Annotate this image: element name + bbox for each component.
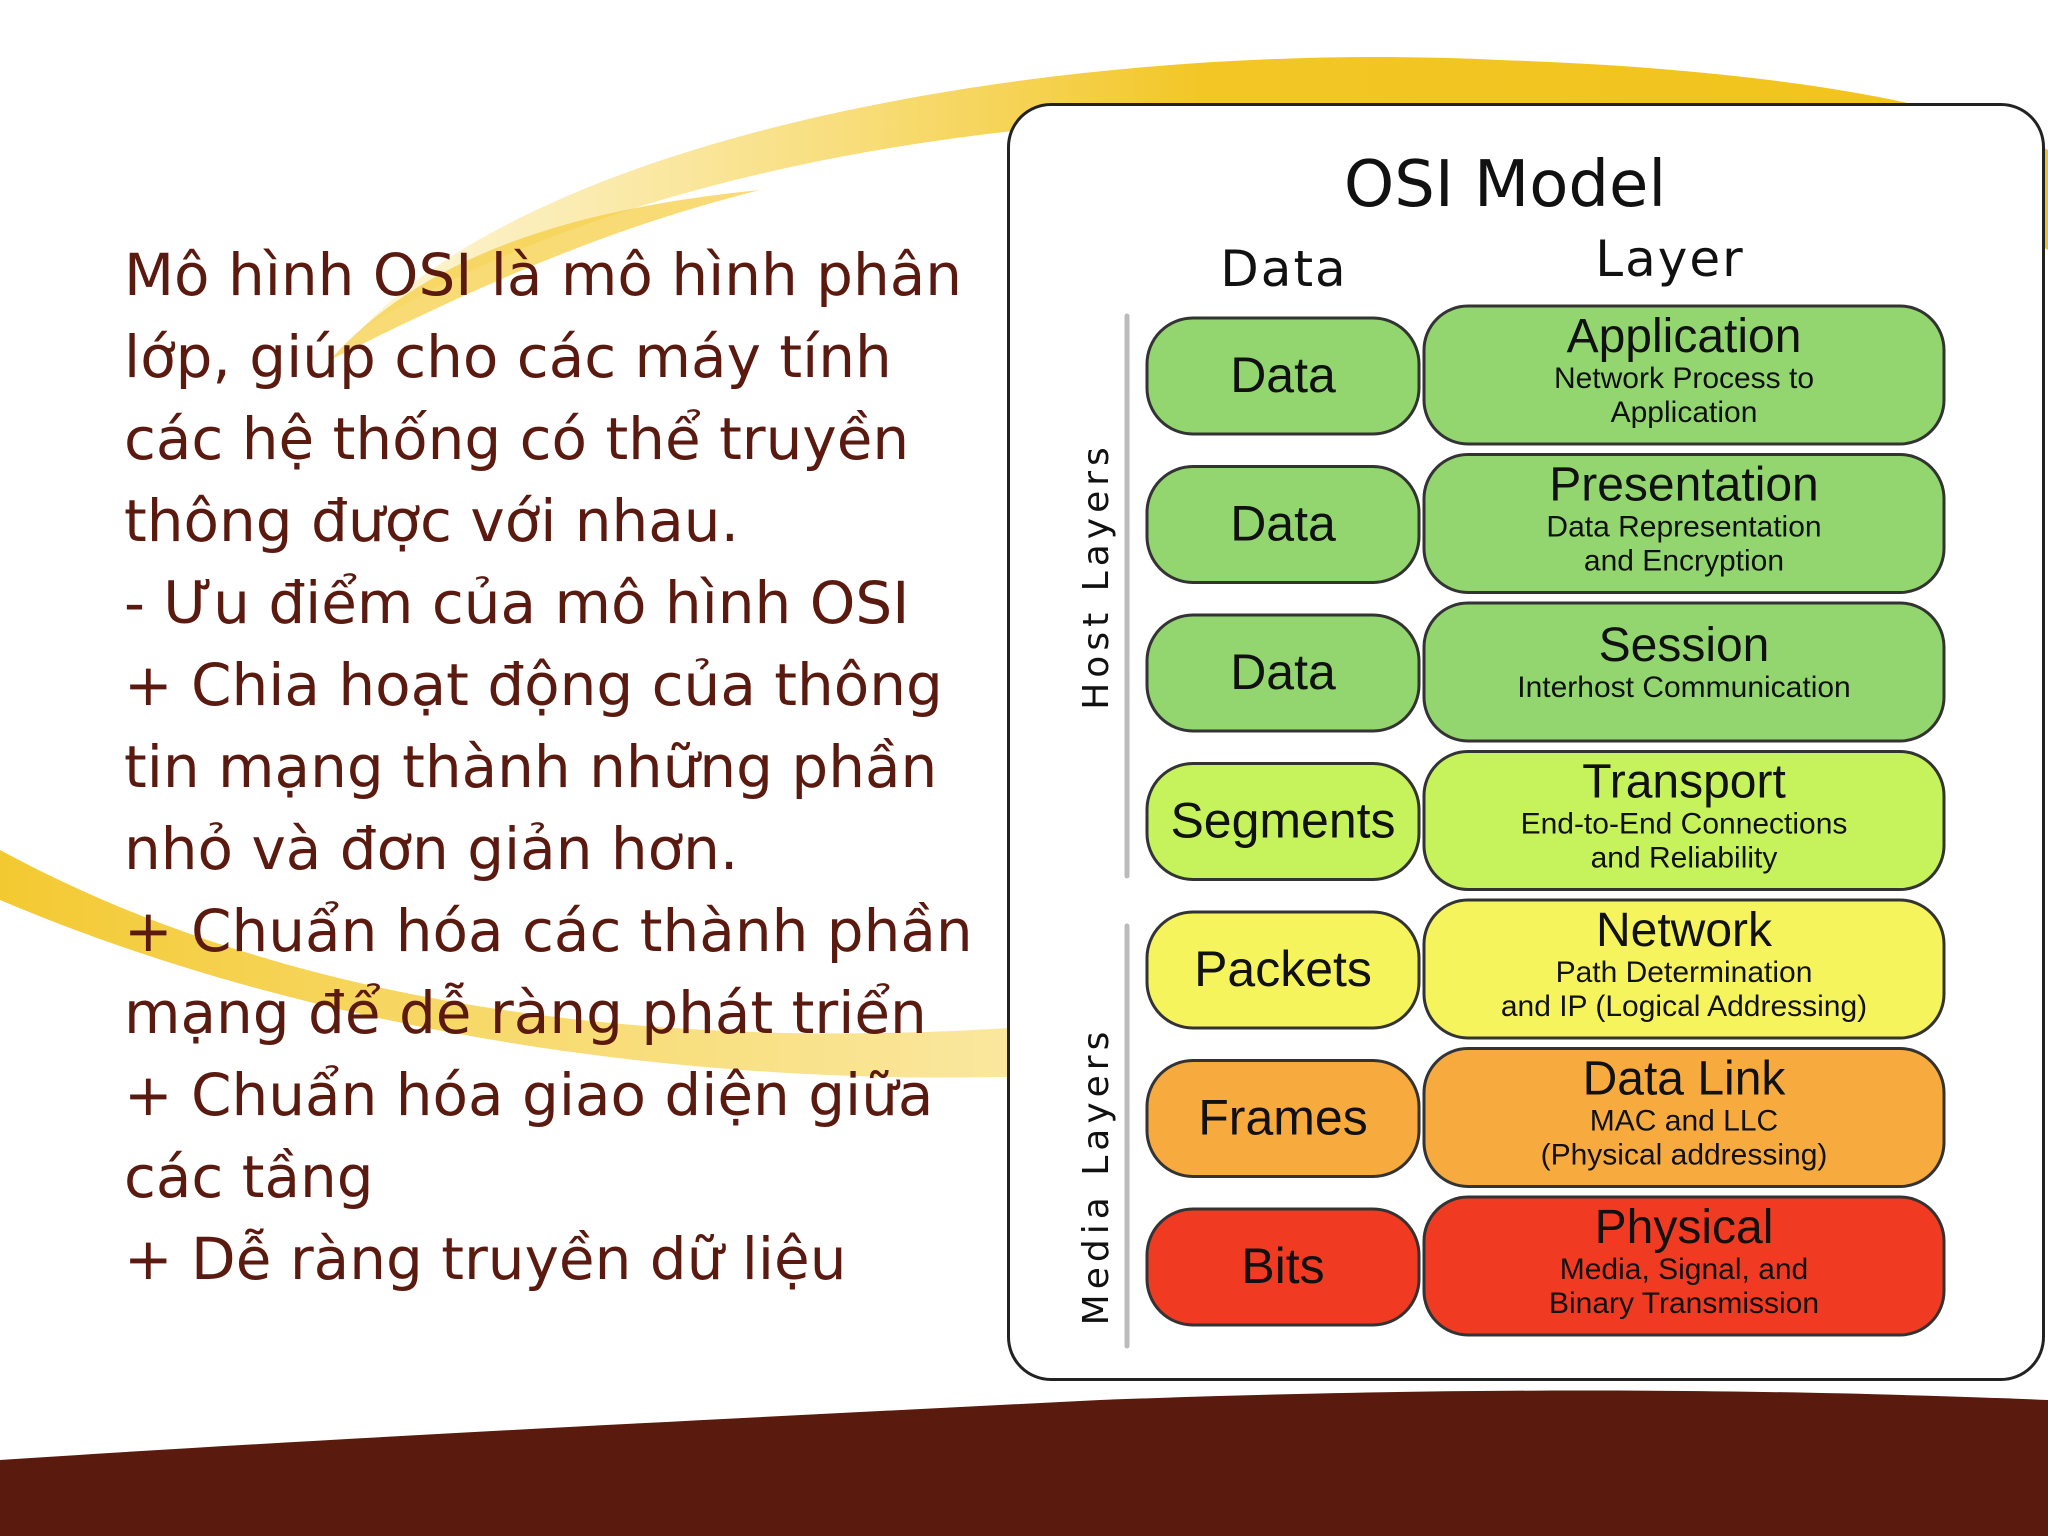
- data-unit-label: Data: [1230, 347, 1336, 403]
- layer-description: and Encryption: [1584, 545, 1784, 578]
- data-unit-pill: [1145, 316, 1421, 436]
- layer-description: Network Process to: [1554, 362, 1814, 395]
- data-unit-label: Segments: [1170, 793, 1395, 849]
- text-line: - Ưu điểm của mô hình OSI: [124, 569, 910, 637]
- host-layers-label: Host Layers: [1076, 442, 1117, 710]
- column-header-layer: Layer: [1595, 230, 1744, 288]
- layer-description: and Reliability: [1591, 842, 1778, 875]
- layer-box: [1422, 1047, 1946, 1188]
- layer-description: Data Representation: [1546, 511, 1821, 544]
- text-line: lớp, giúp cho các máy tính: [124, 323, 892, 391]
- layer-description: Interhost Communication: [1517, 671, 1851, 704]
- footer-band: [0, 1390, 2048, 1536]
- layer-name: Application: [1567, 310, 1802, 363]
- layer-box: [1422, 601, 1946, 743]
- layer-name: Presentation: [1549, 459, 1819, 512]
- data-unit-pill: [1145, 465, 1421, 584]
- layer-description: and IP (Logical Addressing): [1501, 990, 1867, 1023]
- data-unit-pill: [1145, 1059, 1421, 1178]
- text-line: + Chuẩn hóa giao diện giữa: [124, 1061, 934, 1129]
- layer-description: Application: [1611, 396, 1758, 429]
- layer-description: (Physical addressing): [1541, 1139, 1828, 1172]
- text-line: Mô hình OSI là mô hình phân: [124, 241, 963, 309]
- text-line: nhỏ và đơn giản hơn.: [124, 815, 739, 883]
- layer-description: Binary Transmission: [1549, 1287, 1819, 1320]
- text-line: + Dễ ràng truyền dữ liệu: [124, 1225, 847, 1293]
- layer-description: Media, Signal, and: [1560, 1253, 1809, 1286]
- column-header-data: Data: [1220, 240, 1347, 298]
- media-layers-label: Media Layers: [1076, 1027, 1117, 1326]
- text-line: + Chuẩn hóa các thành phần: [124, 897, 973, 965]
- layer-box: [1422, 453, 1946, 594]
- diagram-title: OSI Model: [1344, 148, 1666, 222]
- layer-name: Physical: [1595, 1201, 1774, 1254]
- layer-description: MAC and LLC: [1590, 1105, 1778, 1138]
- layer-box: [1422, 750, 1946, 891]
- data-unit-pill: [1145, 762, 1421, 881]
- layer-name: Data Link: [1583, 1053, 1787, 1106]
- layer-name: Transport: [1582, 756, 1786, 809]
- text-line: tin mạng thành những phần: [124, 733, 938, 801]
- data-unit-label: Bits: [1241, 1238, 1324, 1294]
- text-line: + Chia hoạt động của thông: [124, 651, 943, 719]
- data-unit-label: Data: [1230, 644, 1336, 700]
- data-unit-label: Data: [1230, 496, 1336, 552]
- layer-name: Network: [1596, 904, 1773, 957]
- text-line: thông được với nhau.: [124, 487, 740, 555]
- text-line: các tầng: [124, 1143, 374, 1211]
- data-unit-pill: [1145, 1207, 1421, 1327]
- layer-name: Session: [1599, 619, 1770, 672]
- slide-text-block: Mô hình OSI là mô hình phân lớp, giúp cho…: [124, 234, 984, 1300]
- data-unit-pill: [1145, 910, 1421, 1030]
- layer-box: [1422, 1195, 1946, 1337]
- data-unit-pill: [1145, 613, 1421, 733]
- data-unit-label: Packets: [1194, 941, 1372, 997]
- layer-description: Path Determination: [1556, 956, 1813, 989]
- text-line: mạng để dễ ràng phát triển: [124, 979, 927, 1047]
- text-line: các hệ thống có thể truyền: [124, 405, 910, 473]
- layer-box: [1422, 304, 1946, 446]
- data-unit-label: Frames: [1198, 1090, 1367, 1146]
- layer-description: End-to-End Connections: [1521, 808, 1848, 841]
- layer-box: [1422, 898, 1946, 1040]
